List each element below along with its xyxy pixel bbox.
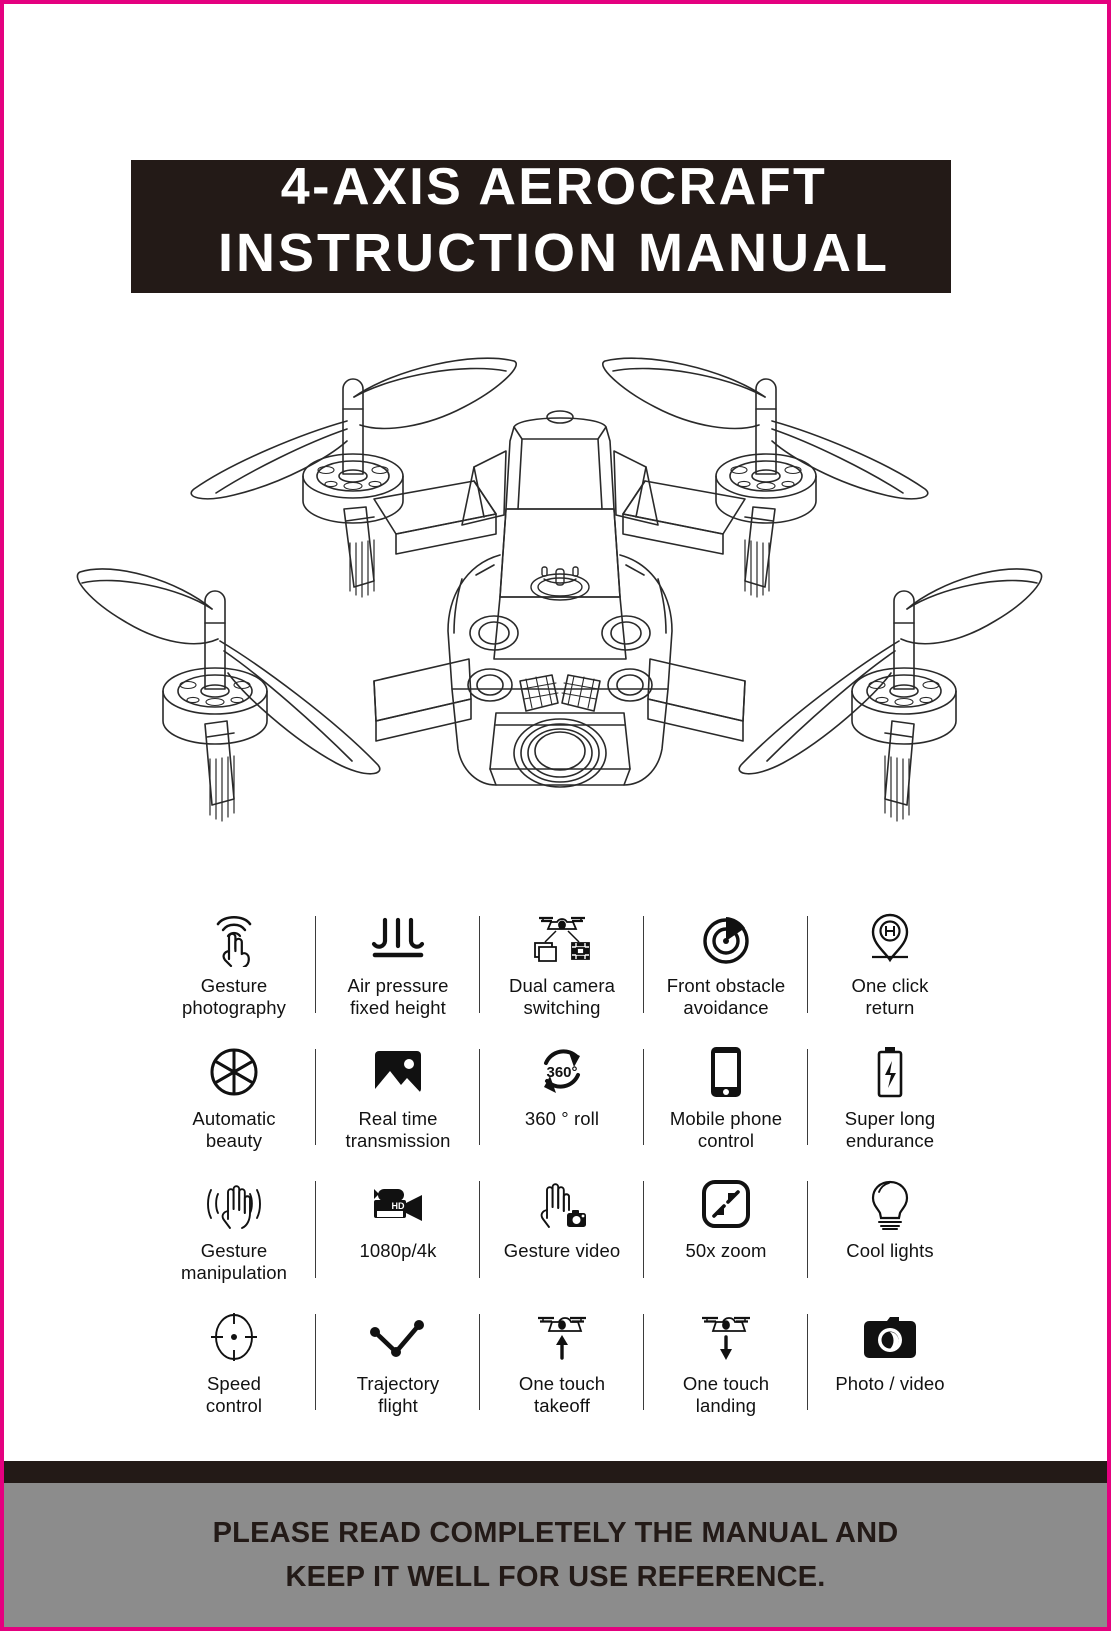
- gesture-photography-icon: [208, 910, 260, 968]
- feature-label: Photo / video: [835, 1372, 945, 1394]
- feature-360-roll: 360° 360 ° roll: [480, 1035, 644, 1168]
- feature-automatic-beauty: Automatic beauty: [152, 1035, 316, 1168]
- feature-1080p-4k: HD 1080p/4k: [316, 1167, 480, 1300]
- feature-one-touch-takeoff: One touch takeoff: [480, 1300, 644, 1433]
- footer-dark-bar: [4, 1461, 1107, 1483]
- feature-gesture-video: Gesture video: [480, 1167, 644, 1300]
- feature-label: Gesture photography: [182, 975, 286, 1018]
- trajectory-path-icon: [367, 1308, 429, 1366]
- feature-obstacle-avoidance: Front obstacle avoidance: [644, 902, 808, 1035]
- feature-gesture-photography: Gesture photography: [152, 902, 316, 1035]
- rotate-360-icon: 360°: [533, 1043, 591, 1101]
- image-transmission-icon: [370, 1043, 426, 1101]
- feature-label: Real time transmission: [345, 1107, 451, 1151]
- footer-notice: PLEASE READ COMPLETELY THE MANUAL AND KE…: [213, 1511, 899, 1599]
- feature-label: Mobile phone control: [669, 1107, 783, 1151]
- feature-label: Automatic beauty: [192, 1107, 276, 1151]
- rotor-front-right: [647, 568, 1043, 822]
- feature-label: 50x zoom: [685, 1240, 767, 1261]
- drone-takeoff-icon: [529, 1308, 595, 1366]
- footer-line-1: PLEASE READ COMPLETELY THE MANUAL AND: [212, 1517, 899, 1549]
- aperture-icon: [207, 1043, 261, 1101]
- title-banner: [131, 160, 951, 293]
- feature-label: Trajectory flight: [356, 1372, 440, 1416]
- zoom-arrows-icon: [699, 1175, 753, 1233]
- hd-camcorder-icon: HD: [366, 1175, 430, 1233]
- feature-50x-zoom: 50x zoom: [644, 1167, 808, 1300]
- crosshair-icon: [208, 1308, 260, 1366]
- feature-label: One click return: [851, 975, 929, 1018]
- feature-label: 1080p/4k: [359, 1240, 437, 1261]
- footer-band: PLEASE READ COMPLETELY THE MANUAL AND KE…: [4, 1483, 1107, 1627]
- feature-speed-control: Speed control: [152, 1300, 316, 1433]
- power-button-icon: [530, 566, 590, 601]
- rotor-front-left: [76, 568, 472, 822]
- feature-label: Dual camera switching: [509, 975, 615, 1018]
- svg-text:HD: HD: [392, 1201, 405, 1211]
- feature-one-touch-landing: One touch landing: [644, 1300, 808, 1433]
- footer-line-2: KEEP IT WELL FOR USE REFERENCE.: [285, 1561, 826, 1593]
- feature-one-click-return: One click return: [808, 902, 972, 1035]
- rotor-rear-right: [602, 357, 929, 598]
- feature-label: One touch takeoff: [518, 1372, 606, 1416]
- feature-label: One touch landing: [682, 1372, 770, 1416]
- feature-dual-camera: Dual camera switching: [480, 902, 644, 1035]
- feature-photo-video: Photo / video: [808, 1300, 972, 1433]
- rotor-rear-left: [190, 357, 517, 598]
- feature-label: Front obstacle avoidance: [666, 975, 786, 1018]
- light-bulb-icon: [866, 1175, 914, 1233]
- drone-body: [447, 410, 673, 788]
- dual-camera-icon: [529, 910, 595, 968]
- feature-air-pressure: Air pressure fixed height: [316, 902, 480, 1035]
- gesture-video-icon: [534, 1175, 590, 1233]
- battery-bolt-icon: [873, 1043, 907, 1101]
- feature-label: Air pressure fixed height: [347, 975, 449, 1018]
- mobile-phone-icon: [708, 1043, 744, 1101]
- drone-landing-icon: [693, 1308, 759, 1366]
- feature-gesture-manipulation: Gesture manipulation: [152, 1167, 316, 1300]
- gesture-wave-icon: [201, 1175, 267, 1233]
- feature-mobile-phone-control: Mobile phone control: [644, 1035, 808, 1168]
- feature-label: Speed control: [205, 1372, 263, 1416]
- svg-text:360°: 360°: [546, 1064, 577, 1081]
- feature-label: Super long endurance: [844, 1107, 936, 1151]
- feature-trajectory-flight: Trajectory flight: [316, 1300, 480, 1433]
- return-home-pin-icon: [865, 910, 915, 968]
- feature-label: 360 ° roll: [524, 1107, 600, 1129]
- feature-grid: Gesture photography Air pressure fixed h…: [152, 902, 972, 1432]
- feature-label: Cool lights: [846, 1240, 934, 1261]
- drone-illustration: [44, 329, 1075, 859]
- feature-label: Gesture video: [503, 1240, 621, 1261]
- feature-cool-lights: Cool lights: [808, 1167, 972, 1300]
- feature-super-long-endurance: Super long endurance: [808, 1035, 972, 1168]
- feature-label: Gesture manipulation: [180, 1240, 288, 1283]
- feature-real-time-transmission: Real time transmission: [316, 1035, 480, 1168]
- air-pressure-icon: [370, 910, 426, 968]
- obstacle-radar-icon: [699, 910, 753, 968]
- photo-camera-icon: [861, 1308, 919, 1366]
